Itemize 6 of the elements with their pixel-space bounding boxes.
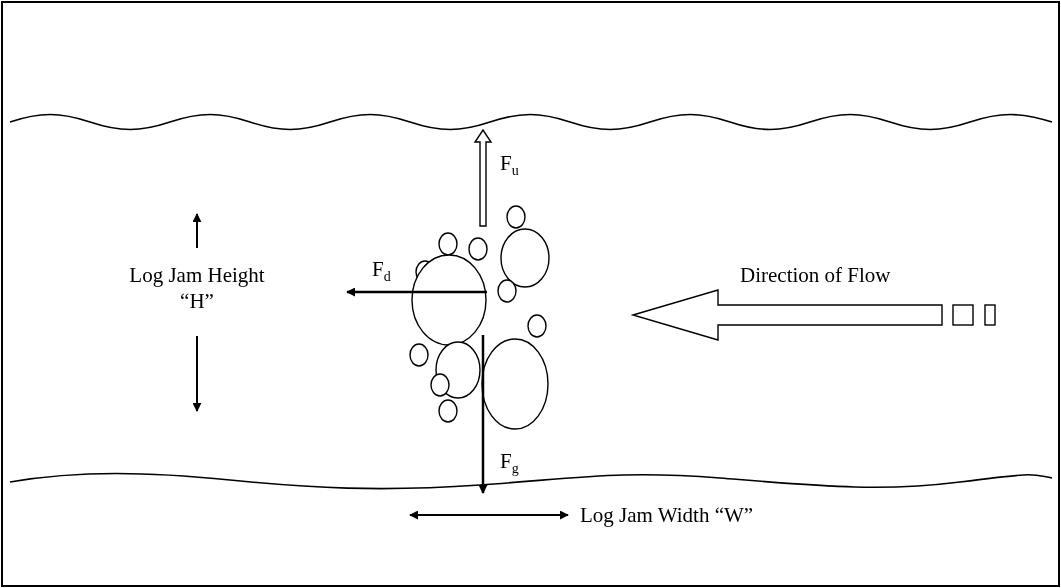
force-label: F$_{g}$ <box>500 448 519 479</box>
dimension-label: Log Jam Height “H” <box>128 262 266 314</box>
flow-label: Direction of Flow <box>740 262 891 288</box>
force-label: F$_{d}$ <box>372 256 391 287</box>
dimension-label: Log Jam Width “W” <box>580 502 754 528</box>
force-label: F$_{u}$ <box>500 150 519 181</box>
